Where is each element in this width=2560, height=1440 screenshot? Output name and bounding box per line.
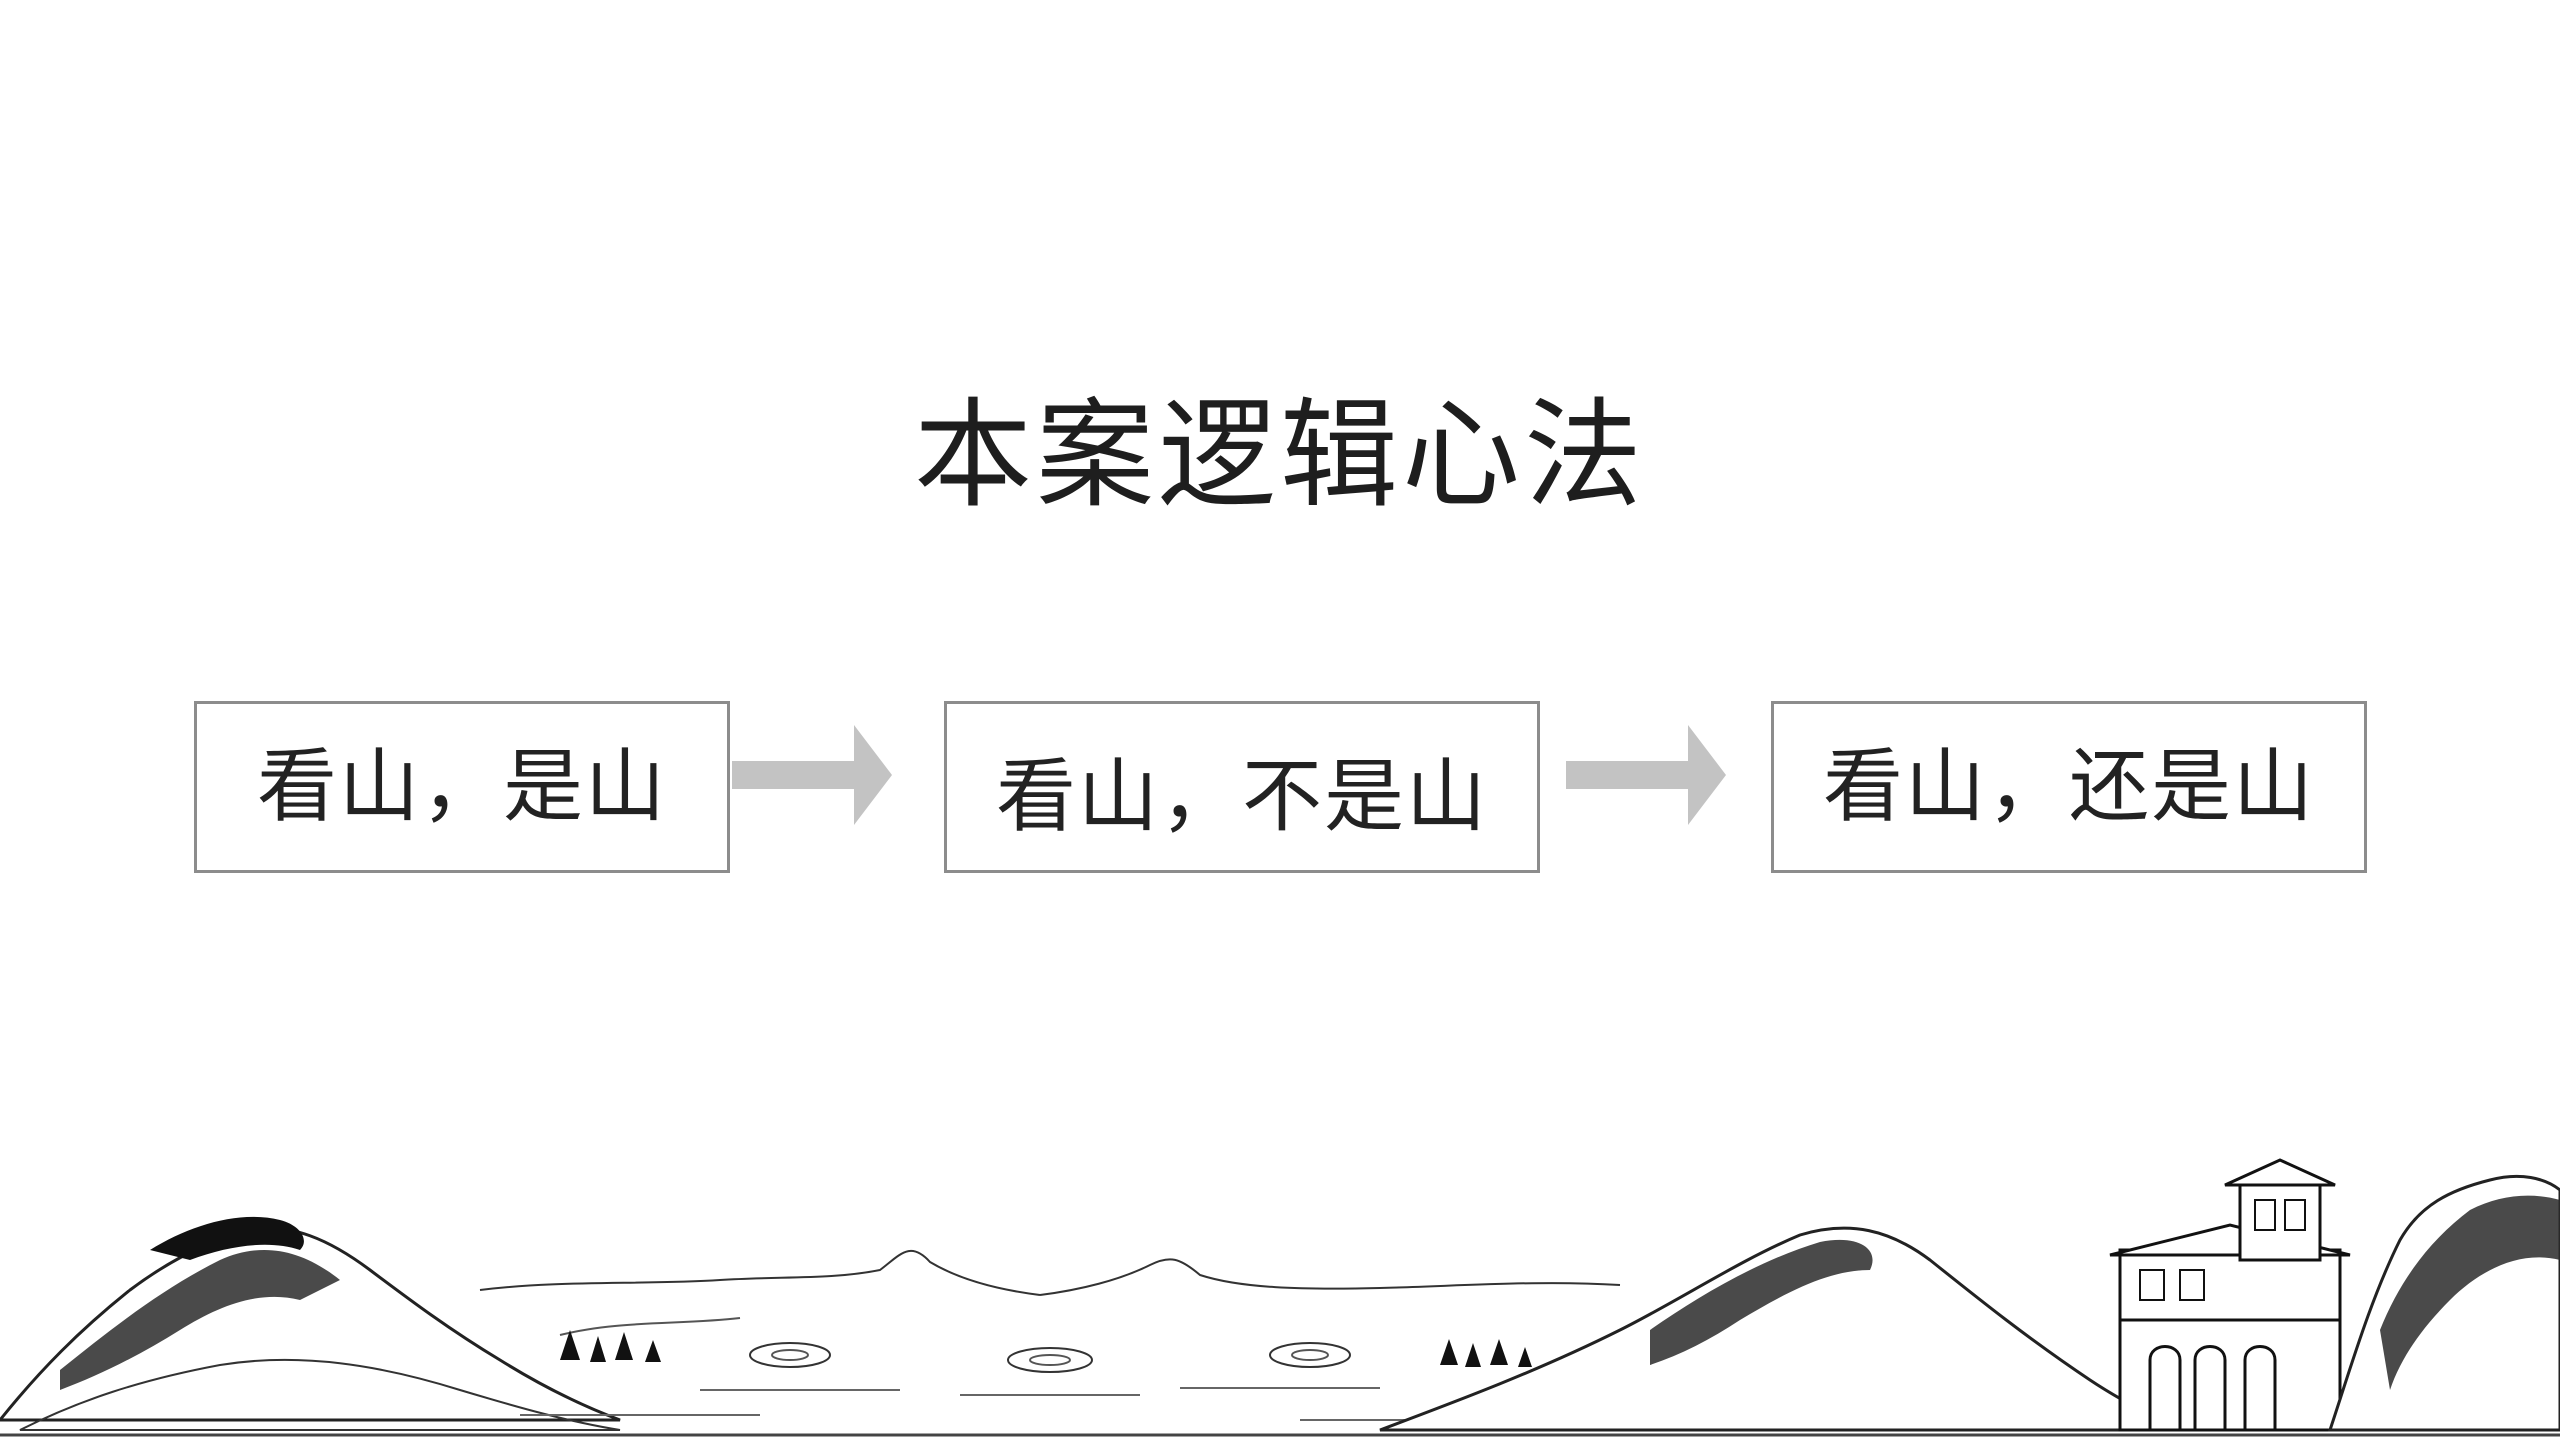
stage-box-1: 看山，是山 <box>194 701 730 873</box>
stage-label-2: 看山，不是山 <box>996 750 1488 843</box>
building-icon <box>2109 1158 2351 1432</box>
slide-title: 本案逻辑心法 <box>913 386 1646 524</box>
stage-label-3: 看山，还是山 <box>1823 740 2315 833</box>
stage-label-1: 看山，是山 <box>257 740 667 833</box>
stage-box-3: 看山，还是山 <box>1771 701 2367 873</box>
arrow-right-icon <box>732 725 892 825</box>
stage-box-2: 看山，不是山 <box>944 701 1540 873</box>
ink-landscape-illustration <box>0 1158 2560 1437</box>
arrow-right-icon <box>1566 725 1726 825</box>
